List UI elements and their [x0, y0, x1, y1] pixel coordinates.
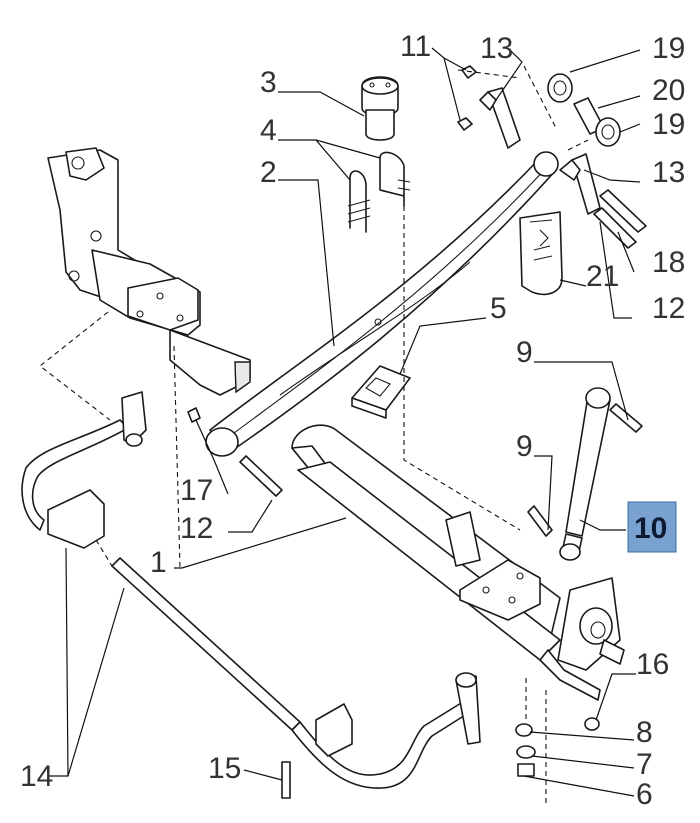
nut-part-6	[517, 763, 535, 777]
part-labels: 3 4 2 11 13 19 20 19 13 18 21 12 5 9 9 1…	[20, 30, 685, 811]
highlighted-part-10[interactable]: 10	[627, 501, 677, 553]
label-part-13-upper: 13	[480, 32, 513, 65]
left-frame-bracket	[47, 147, 251, 396]
label-part-6: 6	[636, 778, 653, 811]
shackle-part-13-lower	[559, 153, 601, 215]
bolts-part-9	[527, 403, 643, 537]
leaf-spring-part-2	[205, 151, 559, 457]
label-part-8: 8	[636, 716, 653, 749]
bolt-part-16	[584, 717, 600, 731]
label-part-18: 18	[652, 246, 685, 279]
shock-absorber-part-10	[559, 387, 611, 561]
label-part-12-right: 12	[652, 292, 685, 325]
label-part-17: 17	[180, 474, 213, 507]
label-part-15: 15	[208, 752, 241, 785]
label-part-13-lower: 13	[652, 156, 685, 189]
spring-pad-part-5	[351, 365, 411, 419]
label-part-9-upper: 9	[516, 336, 533, 369]
rear-axle-part-1	[291, 424, 561, 661]
bump-stop-part-3	[361, 76, 399, 141]
shackle-part-13-upper	[479, 87, 521, 149]
label-part-3: 3	[260, 66, 277, 99]
nut-part-17	[187, 407, 201, 423]
leader-lines	[48, 47, 641, 797]
nuts-part-11	[457, 65, 477, 131]
label-part-14: 14	[20, 760, 53, 793]
bush-part-19-lower	[595, 117, 621, 147]
label-part-16: 16	[636, 648, 669, 681]
bolt-part-15	[281, 761, 291, 799]
label-part-21: 21	[586, 260, 619, 293]
label-part-2: 2	[260, 156, 277, 189]
label-part-1: 1	[150, 546, 167, 579]
bush-part-19-upper	[547, 73, 573, 103]
label-part-19-lower: 19	[652, 108, 685, 141]
assembly-lines	[39, 65, 589, 805]
bolts-part-18-12	[593, 189, 647, 249]
label-part-19-upper: 19	[652, 32, 685, 65]
label-part-12-left: 12	[180, 512, 213, 545]
washer-part-7	[516, 745, 536, 759]
u-bolts-part-4	[347, 151, 411, 233]
label-part-5: 5	[490, 292, 507, 325]
label-part-4: 4	[260, 114, 277, 147]
anti-roll-bar-upper	[21, 391, 147, 549]
label-part-20: 20	[652, 74, 685, 107]
label-part-11: 11	[400, 30, 431, 63]
anti-roll-bar-part-14	[111, 557, 481, 789]
bush-part-8	[515, 723, 533, 737]
hub-flange-right	[539, 577, 625, 701]
label-part-7: 7	[636, 748, 653, 781]
bolt-part-12	[239, 455, 283, 497]
label-part-10: 10	[634, 512, 667, 545]
label-part-9-lower: 9	[516, 430, 533, 463]
bracket-part-21	[519, 211, 563, 296]
